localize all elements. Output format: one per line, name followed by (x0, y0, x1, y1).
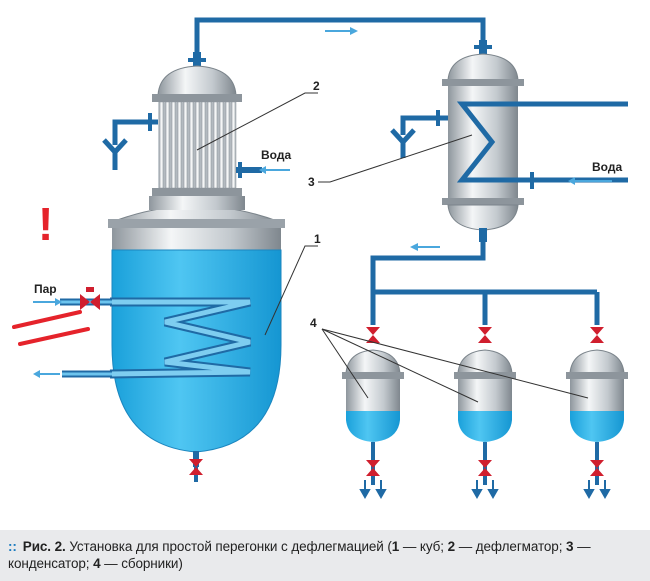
water-label-dephlegmator: Вода (261, 148, 291, 162)
condenser-water-inlet-arrow (568, 177, 612, 185)
condenser-coil (456, 101, 628, 183)
label-number-4: 4 (310, 316, 317, 330)
receiver-1 (342, 327, 404, 485)
warning-mark: ! (38, 198, 53, 250)
label-number-2: 2 (313, 79, 320, 93)
dephlegmator-water-outlet (102, 119, 158, 170)
dephlegmator (149, 52, 245, 210)
leader-lines (196, 92, 589, 403)
condenser-tap-outlet (390, 115, 448, 158)
dephlegmator-outlet-flange (148, 113, 152, 131)
condensate-outlet-arrow (33, 370, 60, 378)
caption-t3: — конденсатор; (8, 539, 591, 571)
caption-figure-number: Рис. 2. (22, 539, 66, 554)
distillation-diagram: Пар (12, 17, 628, 500)
caption-n3: 3 (566, 539, 574, 554)
caption-t2: — дефлегматор; (455, 539, 566, 554)
receiver-outlet-arrows (359, 480, 611, 500)
receiver-3 (566, 327, 628, 485)
caption-intro: Установка для простой перегонки с дефлег… (65, 539, 392, 554)
caption-n2: 2 (447, 539, 456, 554)
still-vessel (108, 205, 285, 482)
distillate-flow-arrow (410, 243, 440, 251)
still-bottom-valve (189, 459, 203, 475)
vapor-flow-arrow (325, 27, 358, 35)
caption-n4: 4 (93, 556, 101, 571)
condenser-inlet-flange (530, 172, 534, 189)
heating-coil (109, 297, 252, 379)
label-number-3: 3 (308, 175, 315, 189)
caption-n1: 1 (391, 539, 400, 554)
steam-label: Пар (34, 282, 57, 296)
caption-t4: — сборники) (100, 556, 183, 571)
steam-inlet-arrow (33, 298, 62, 306)
dephlegmator-water-inlet (236, 162, 290, 178)
caption-t1: — куб; (399, 539, 448, 554)
caption-bullet: :: (8, 539, 17, 554)
figure-caption: ::Рис. 2. Установка для простой перегонк… (0, 530, 650, 581)
label-number-1: 1 (314, 232, 321, 246)
condenser-outlet-flange (436, 110, 440, 126)
water-label-condenser: Вода (592, 160, 622, 174)
vapor-line (194, 17, 486, 58)
steam-valve (80, 287, 100, 310)
red-strike-marks (12, 310, 90, 346)
receiver-2 (454, 327, 516, 485)
dephlegmator-tubes (158, 101, 237, 189)
distillate-line (370, 240, 600, 325)
